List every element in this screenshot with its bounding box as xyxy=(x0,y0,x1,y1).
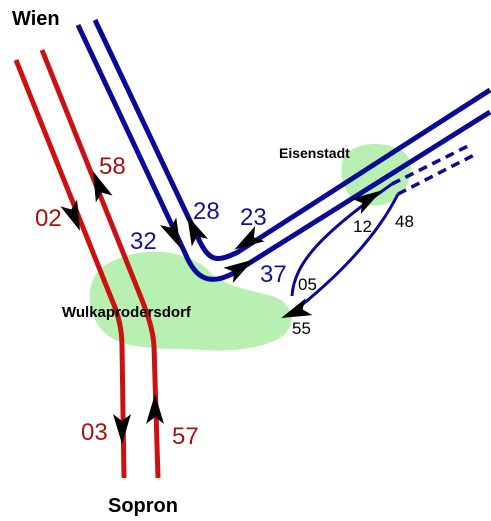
arrow-icon xyxy=(223,259,254,284)
blue-track-inner xyxy=(92,18,491,262)
place-label-wulkaprodersdorf: Wulkaprodersdorf xyxy=(62,304,192,321)
track-number-label: 55 xyxy=(292,319,311,338)
place-label-sopron: Sopron xyxy=(108,495,178,517)
arrow-icon xyxy=(146,394,164,424)
connecting-curve-lower xyxy=(287,193,400,318)
arrow-icon xyxy=(234,225,265,250)
arrow-icon xyxy=(60,199,80,231)
blue-track-outer xyxy=(75,23,491,282)
track-number-label: 32 xyxy=(130,228,157,255)
arrow-icon xyxy=(93,171,113,203)
eisenstadt-area xyxy=(341,143,412,206)
track-number-label: 03 xyxy=(81,419,108,446)
red-track-right xyxy=(39,49,161,479)
track-number-label: 57 xyxy=(172,423,199,450)
arrow-icon xyxy=(187,215,209,247)
track-number-label: 48 xyxy=(395,212,414,231)
wulkaprodersdorf-area xyxy=(89,251,292,351)
track-number-label: 23 xyxy=(240,204,267,231)
track-number-label: 37 xyxy=(260,261,287,288)
place-label-eisenstadt: Eisenstadt xyxy=(279,145,350,161)
red-track-left xyxy=(13,59,127,479)
track-number-label: 12 xyxy=(353,217,372,236)
arrow-icon xyxy=(159,217,181,249)
place-label-wien: Wien xyxy=(12,8,60,30)
track-number-label: 28 xyxy=(193,198,220,225)
arrow-icon xyxy=(351,190,382,215)
arrow-icon xyxy=(113,414,131,444)
track-number-label: 02 xyxy=(35,205,62,232)
arrow-icon xyxy=(281,298,313,318)
track-number-label: 05 xyxy=(298,275,317,294)
track-number-label: 58 xyxy=(99,153,126,180)
